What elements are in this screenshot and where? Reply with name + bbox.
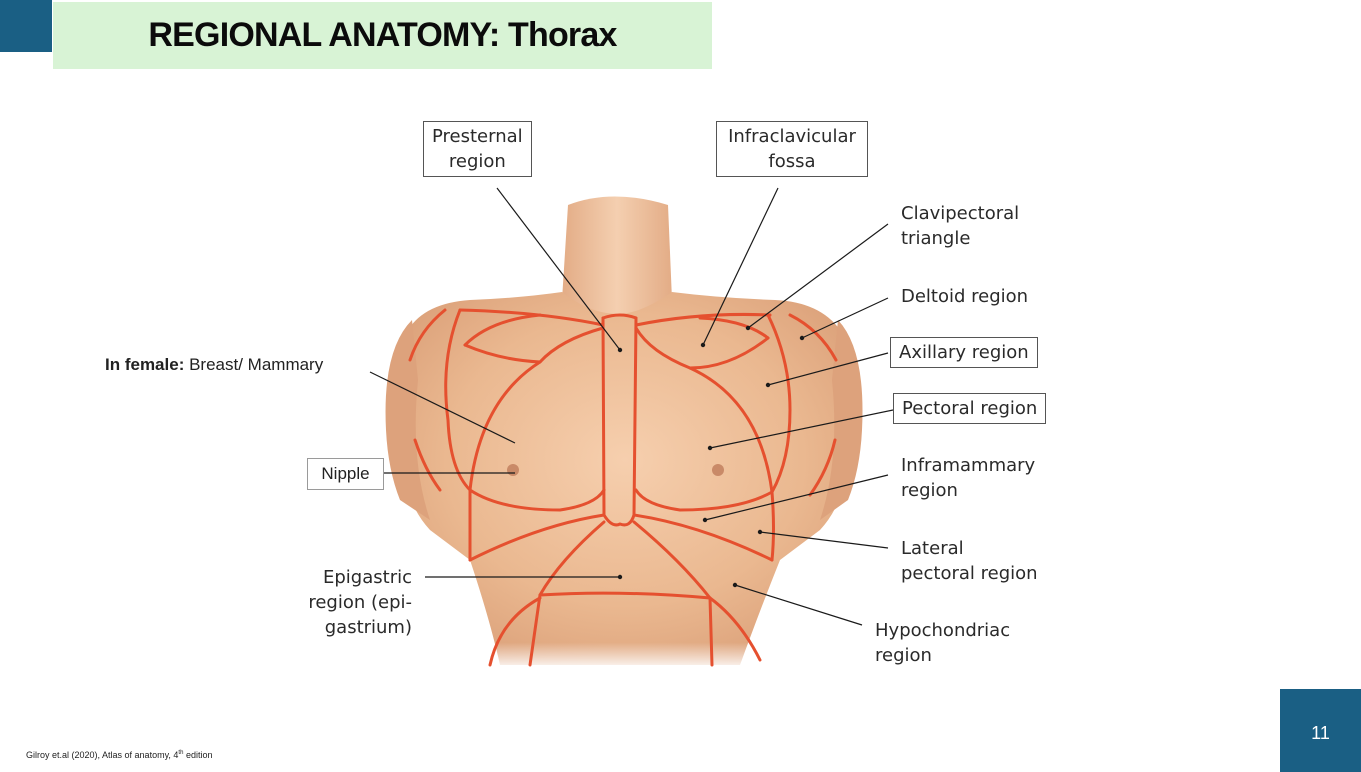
label-presternal-region: Presternal region (423, 121, 532, 177)
female-note-text: Breast/ Mammary (184, 355, 324, 374)
corner-accent (0, 0, 52, 52)
label-inframammary-region: Inframammary region (901, 455, 1036, 501)
label-lateral-pectoral-region: Lateral pectoral region (901, 538, 1038, 584)
right-nipple-mark (712, 464, 724, 476)
citation: Gilroy et.al (2020), Atlas of anatomy, 4… (26, 750, 213, 760)
left-shoulder (385, 320, 430, 520)
label-axillary-region: Axillary region (890, 337, 1038, 368)
slide-title: REGIONAL ANATOMY: Thorax (148, 16, 617, 54)
nipple-label: Nipple (307, 458, 384, 490)
female-note-bold: In female: (105, 355, 185, 374)
title-banner: REGIONAL ANATOMY: Thorax (53, 2, 712, 69)
female-breast-note: In female: Breast/ Mammary (105, 355, 323, 375)
label-deltoid-region: Deltoid region (901, 286, 1029, 307)
label-clavipectoral-triangle: Clavipectoral triangle (901, 203, 1020, 249)
right-shoulder (820, 320, 863, 520)
label-epigastric-region: Epigastric region (epi- gastrium) (308, 567, 412, 638)
page-number-box: 11 (1280, 689, 1361, 772)
neck-shape (562, 196, 672, 318)
left-nipple-mark (507, 464, 519, 476)
label-infraclavicular-fossa: Infraclavicular fossa (716, 121, 868, 177)
leader-dots (617, 325, 805, 588)
page-number: 11 (1311, 723, 1330, 743)
leader-lines (369, 187, 894, 626)
label-pectoral-region: Pectoral region (893, 393, 1047, 424)
label-hypochondriac-region: Hypochondriac region (875, 620, 1011, 666)
